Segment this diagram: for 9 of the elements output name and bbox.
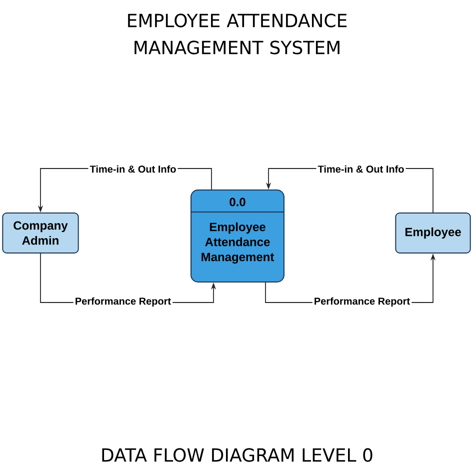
entity-box: Company Admin xyxy=(2,212,79,254)
caption: DATA FLOW DIAGRAM LEVEL 0 xyxy=(102,448,372,462)
process-box: 0.0 Employee Attendance Management xyxy=(190,190,284,282)
edge-label: Time-in & Out Info xyxy=(316,164,406,174)
edge-label: Performance Report xyxy=(312,296,412,308)
edge-label: Performance Report xyxy=(73,296,173,308)
entity-box: Employee xyxy=(395,212,471,254)
edge-label: Time-in & Out Info xyxy=(88,164,178,174)
title: EMPLOYEE ATTENDANCE MANAGEMENT SYSTEM xyxy=(128,14,347,54)
